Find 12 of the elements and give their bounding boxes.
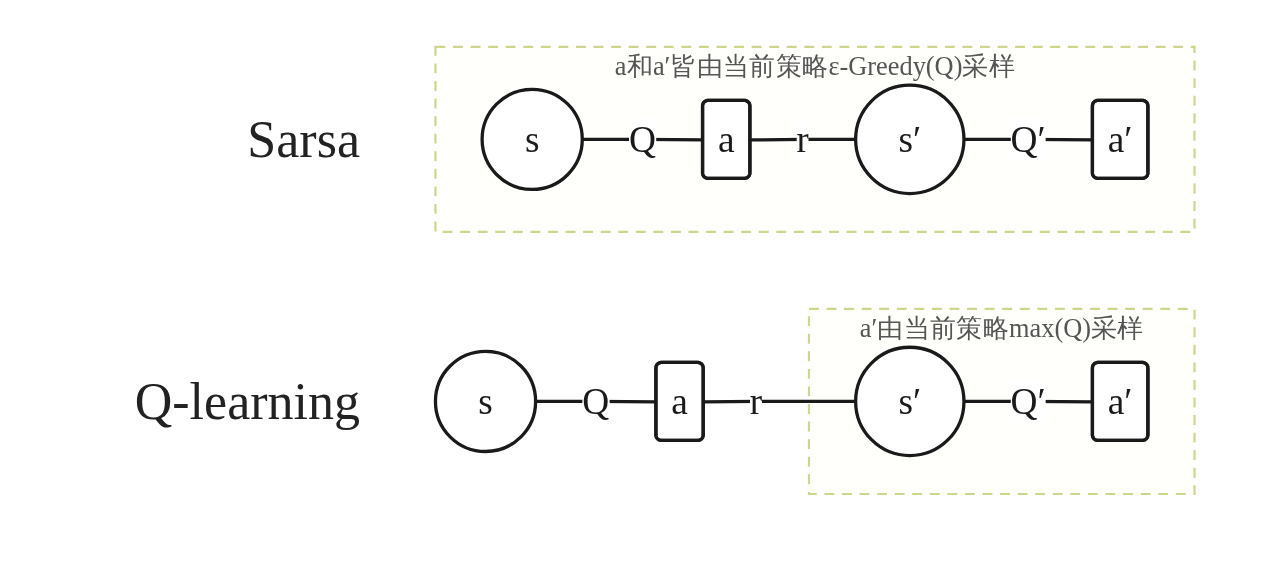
- edge-label: r: [796, 119, 809, 160]
- row-label: Q-learning: [134, 372, 360, 431]
- edge-label: Q′: [1010, 119, 1046, 160]
- edge-label: Q′: [1010, 381, 1046, 422]
- node-circle: s′: [854, 83, 966, 196]
- row-label: Sarsa: [247, 110, 360, 169]
- edge-label: r: [749, 381, 763, 422]
- node-circle: s′: [854, 345, 966, 458]
- edge-label: Q: [628, 119, 656, 160]
- node-circle: s: [480, 87, 584, 192]
- node-circle: s: [433, 349, 538, 454]
- edge-label: Q: [582, 381, 610, 422]
